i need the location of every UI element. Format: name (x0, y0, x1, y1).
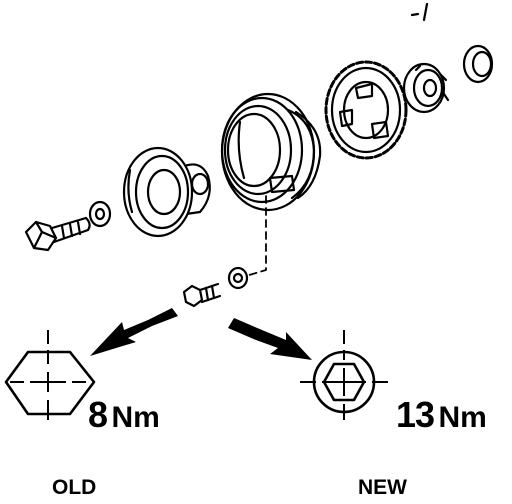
assembly-dashed-line (245, 195, 267, 277)
long-bolt (24, 216, 91, 252)
stray-mark (410, 2, 429, 22)
new-caption: NEW (358, 476, 407, 499)
new-torque-unit: Nm (438, 401, 487, 434)
timing-sprocket (324, 60, 408, 160)
new-torque-label: 13 Nm (396, 394, 487, 436)
pulley-bolt (182, 266, 249, 308)
arrow-to-new (228, 318, 312, 360)
v-belt-pulley (220, 92, 322, 212)
hexagon-bolt-head-icon (4, 330, 96, 420)
arrow-to-old (90, 308, 178, 356)
crankshaft-hub (122, 146, 211, 238)
old-torque-unit: Nm (111, 401, 160, 434)
flanged-bolt-head-icon (300, 330, 388, 420)
new-torque-value: 13 (396, 394, 435, 435)
old-caption: OLD (52, 476, 97, 499)
oil-seal (462, 44, 494, 84)
small-gear (402, 62, 450, 114)
old-torque-label: 8 Nm (88, 394, 160, 436)
old-torque-value: 8 (88, 394, 108, 435)
small-washer (88, 200, 112, 228)
